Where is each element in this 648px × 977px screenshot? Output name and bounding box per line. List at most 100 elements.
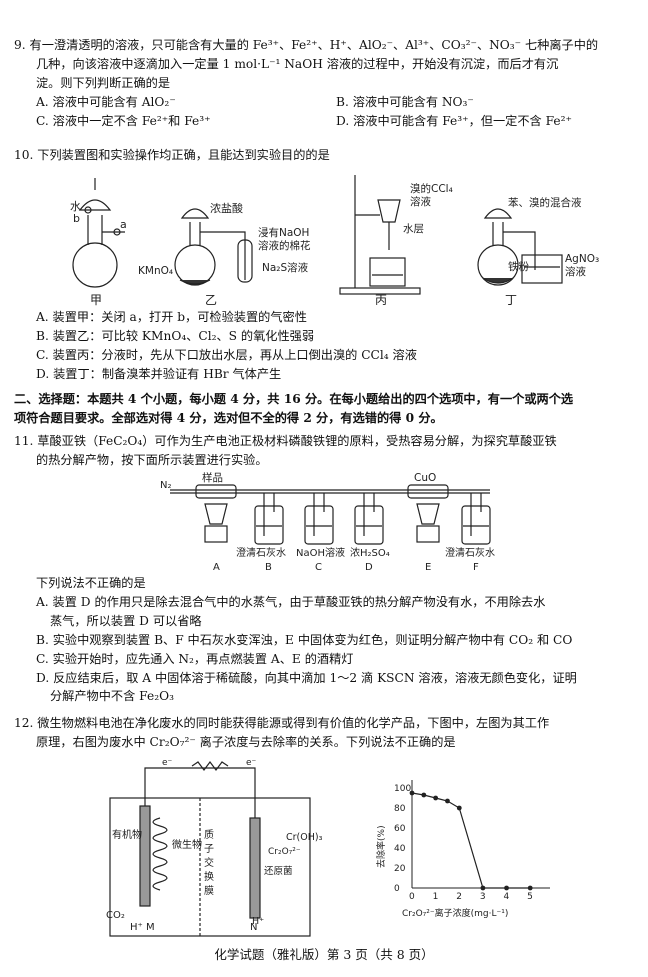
n2-label: N₂	[160, 480, 172, 491]
yi-caption: 乙	[205, 293, 217, 307]
fc-reduce-bacteria: 还原菌	[264, 865, 293, 877]
fc-membrane-3: 交	[204, 856, 214, 869]
chart-ytick-label: 80	[394, 804, 406, 814]
q11-option-b: B. 实验中观察到装置 B、F 中石灰水变浑浊，E 中固体变为红色，则证明分解产…	[36, 632, 573, 647]
q11-option-a-cont: 蒸气，所以装置 D 可以省略	[50, 613, 202, 628]
question-10-options: A. 装置甲：关闭 a，打开 b，可检验装置的气密性 B. 装置乙：可比较 KM…	[14, 308, 636, 384]
q11-line-1: 11. 草酸亚铁（FeC₂O₄）可作为生产电池正极材料磷酸铁锂的原料，受热容易分…	[14, 434, 557, 448]
bottle-d-label: 浓H₂SO₄	[350, 547, 390, 559]
sample-label: 样品	[202, 471, 223, 484]
jia-a-label: a	[120, 218, 127, 231]
cuo-label: CuO	[414, 472, 436, 484]
fuel-cell-figure: e⁻ e⁻ 有机物 微生物 质 子 交 换 膜 CO₂ H⁺ M N Cr₂O₇…	[106, 758, 323, 937]
chart-data-point	[456, 805, 462, 811]
q11-option-c: C. 实验开始时，应先通入 N₂，再点燃装置 A、E 的酒精灯	[36, 651, 354, 666]
chart-data-point	[445, 798, 450, 804]
chart-data-point	[504, 885, 509, 891]
letter-f: F	[473, 562, 479, 573]
letter-a: A	[213, 562, 220, 573]
chart-data-point	[433, 795, 439, 801]
fc-co2: CO₂	[106, 910, 125, 921]
fc-h-plus: H⁺	[130, 922, 143, 933]
fc-membrane-1: 质	[204, 829, 214, 841]
fc-croh3: Cr(OH)₃	[286, 832, 323, 843]
bing-ccl4-label-1: 溴的CCl₄	[410, 182, 453, 195]
fc-organic: 有机物	[112, 828, 142, 841]
letter-e: E	[425, 562, 431, 573]
apparatus-bing	[339, 175, 421, 295]
fc-membrane-4: 换	[204, 870, 214, 883]
q12-line-1: 12. 微生物燃料电池在净化废水的同时能获得能源或得到有价值的化学产品，下图中，…	[14, 716, 550, 730]
q9-line-2: 几种，向该溶液中逐滴加入一定量 1 mol·L⁻¹ NaOH 溶液的过程中，开始…	[36, 56, 559, 71]
q9-line-1: 9. 有一澄清透明的溶液，只可能含有大量的 Fe³⁺、Fe²⁺、H⁺、AlO₂⁻…	[14, 38, 599, 52]
fc-n: N	[250, 922, 257, 933]
chart-xtick-label: 0	[409, 892, 415, 902]
chart-xtick-label: 3	[480, 892, 486, 902]
chart-data-point	[409, 790, 415, 796]
chart-xtick-label: 1	[433, 892, 439, 902]
question-12-stem: 12. 微生物燃料电池在净化废水的同时能获得能源或得到有价值的化学产品，下图中，…	[14, 714, 636, 752]
chart-xtick-label: 5	[527, 892, 533, 902]
chart-data-point	[421, 792, 427, 798]
yi-kmno4-label: KMnO₄	[138, 265, 173, 277]
fc-membrane-2: 子	[204, 843, 214, 855]
apparatus-ding	[477, 208, 563, 286]
bing-ccl4-label-2: 溶液	[410, 195, 431, 208]
jia-b-label: b	[73, 212, 80, 225]
fc-membrane-5: 膜	[204, 885, 214, 897]
chart-ytick-label: 20	[394, 864, 406, 874]
question-11-options: 下列说法不正确的是 A. 装置 D 的作用只是除去混合气中的水蒸气，由于草酸亚铁…	[14, 574, 636, 706]
chart-xlabel: Cr₂O₇²⁻离子浓度(mg·L⁻¹)	[402, 907, 508, 919]
fc-cr2o7: Cr₂O₇²⁻	[268, 847, 301, 857]
bottle-c-label: NaOH溶液	[296, 546, 345, 559]
question-11-stem: 11. 草酸亚铁（FeC₂O₄）可作为生产电池正极材料磷酸铁锂的原料，受热容易分…	[14, 432, 636, 470]
q11-option-d: D. 反应结束后，取 A 中固体溶于稀硫酸，向其中滴加 1～2 滴 KSCN 溶…	[36, 670, 577, 685]
chart-ytick-label: 100	[394, 784, 411, 794]
letter-c: C	[315, 562, 322, 573]
bing-caption: 丙	[375, 293, 387, 307]
removal-rate-series-line	[411, 792, 531, 889]
page-footer: 化学试题（雅礼版）第 3 页（共 8 页）	[214, 947, 434, 962]
section-2-line-2: 项符合题目要求。全部选对得 4 分，选对但不全的得 2 分，有选错的得 0 分。	[14, 410, 443, 425]
q10-option-c: C. 装置丙：分液时，先从下口放出水层，再从上口倒出溴的 CCl₄ 溶液	[36, 347, 417, 362]
q9-option-d: D. 溶液中可能含有 Fe³⁺，但一定不含 Fe²⁺	[336, 113, 572, 128]
q10-option-a: A. 装置甲：关闭 a，打开 b，可检验装置的气密性	[36, 310, 307, 324]
chart-data-point	[527, 885, 533, 891]
apparatus-yi	[174, 208, 253, 286]
q10-option-b: B. 装置乙：可比较 KMnO₄、Cl₂、S 的氧化性强弱	[36, 328, 315, 343]
q9-option-b: B. 溶液中可能含有 NO₃⁻	[336, 94, 474, 109]
q11-apparatus-figure: N₂ 样品 CuO 澄清石灰水 NaOH溶液 浓H₂SO₄ 澄清石灰水 A B …	[160, 471, 495, 573]
q12-line-2: 原理，右图为废水中 Cr₂O₇²⁻ 离子浓度与去除率的关系。下列说法不正确的是	[36, 734, 456, 749]
ding-iron-label: 铁粉	[508, 260, 529, 273]
yi-acid-label: 浓盐酸	[210, 201, 243, 215]
chart-ytick-label: 40	[394, 844, 406, 854]
q10-option-d: D. 装置丁：制备溴苯并验证有 HBr 气体产生	[36, 366, 282, 381]
q11-option-a: A. 装置 D 的作用只是除去混合气中的水蒸气，由于草酸亚铁的热分解产物没有水，…	[36, 594, 546, 609]
section-2-heading: 二、选择题：本题共 4 个小题，每小题 4 分，共 16 分。在每小题给出的四个…	[14, 390, 636, 428]
bottle-f-label: 澄清石灰水	[445, 546, 495, 559]
bing-water-label: 水层	[403, 223, 424, 235]
q11-option-d-cont: 分解产物中不含 Fe₂O₃	[50, 689, 174, 704]
chart-data-point	[480, 885, 486, 891]
chart-ylabel: 去除率(%)	[375, 825, 387, 868]
fc-h-right: H⁺	[252, 916, 264, 927]
q9-option-a: A. 溶液中可能含有 AlO₂⁻	[36, 94, 176, 109]
ding-mix-label: 苯、溴的混合液	[508, 196, 582, 209]
q11-prompt: 下列说法不正确的是	[36, 576, 146, 590]
fc-microbe: 微生物	[172, 838, 202, 851]
q11-line-2: 的热分解产物，按下面所示装置进行实验。	[36, 452, 268, 467]
chart-xtick-label: 4	[504, 892, 510, 902]
section-2-line-1: 二、选择题：本题共 4 个小题，每小题 4 分，共 16 分。在每小题给出的四个…	[14, 392, 574, 406]
ding-agno3-label-2: 溶液	[565, 265, 586, 278]
fc-m: M	[146, 922, 155, 933]
jia-water-label: 水	[70, 200, 81, 213]
q9-option-c: C. 溶液中一定不含 Fe²⁺和 Fe³⁺	[36, 113, 211, 128]
question-10-stem: 10. 下列装置图和实验操作均正确，且能达到实验目的的是	[14, 146, 636, 165]
question-9: 9. 有一澄清透明的溶液，只可能含有大量的 Fe³⁺、Fe²⁺、H⁺、AlO₂⁻…	[14, 36, 636, 131]
yi-na2s-label: Na₂S溶液	[262, 261, 309, 274]
bottle-b-label: 澄清石灰水	[236, 546, 286, 559]
q10-stem: 10. 下列装置图和实验操作均正确，且能达到实验目的的是	[14, 148, 330, 162]
yi-cotton-label-2: 溶液的棉花	[258, 239, 311, 252]
